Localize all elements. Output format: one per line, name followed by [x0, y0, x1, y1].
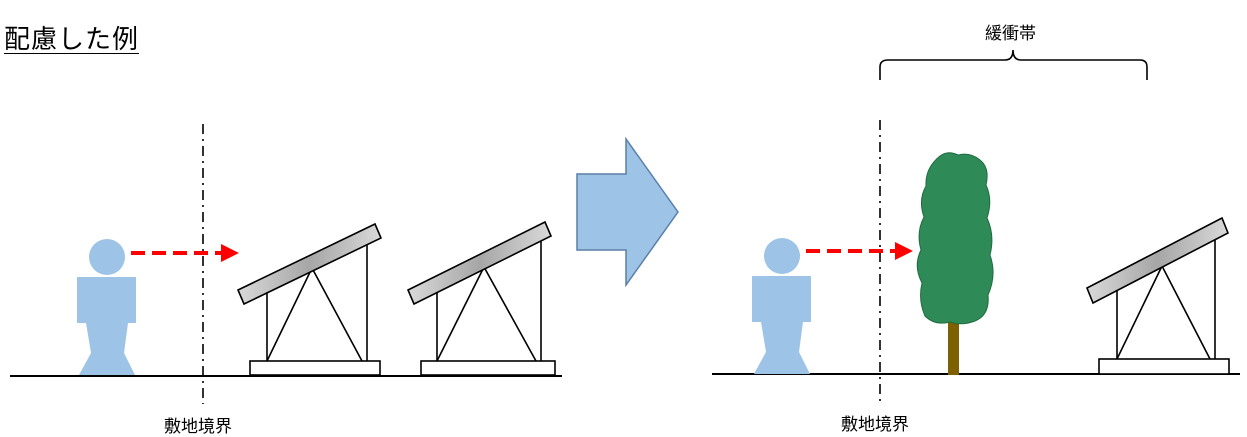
page-title: 配慮した例 — [4, 25, 140, 55]
buffer-zone-brace — [879, 49, 1148, 80]
person-icon — [752, 238, 811, 374]
solar-panel-icon — [1085, 216, 1230, 375]
right-arrow-icon — [576, 136, 679, 288]
site-boundary-label-right: 敷地境界 — [841, 415, 909, 435]
tree-icon — [916, 152, 994, 375]
solar-panel-icon — [406, 220, 556, 376]
person-icon — [77, 239, 136, 375]
solar-panel-icon — [236, 222, 383, 376]
sight-line-arrow-right — [806, 242, 913, 260]
sight-line-arrow-left — [131, 244, 239, 262]
buffer-zone-label: 緩衝帯 — [985, 24, 1036, 44]
site-boundary-label-left: 敷地境界 — [164, 417, 232, 437]
